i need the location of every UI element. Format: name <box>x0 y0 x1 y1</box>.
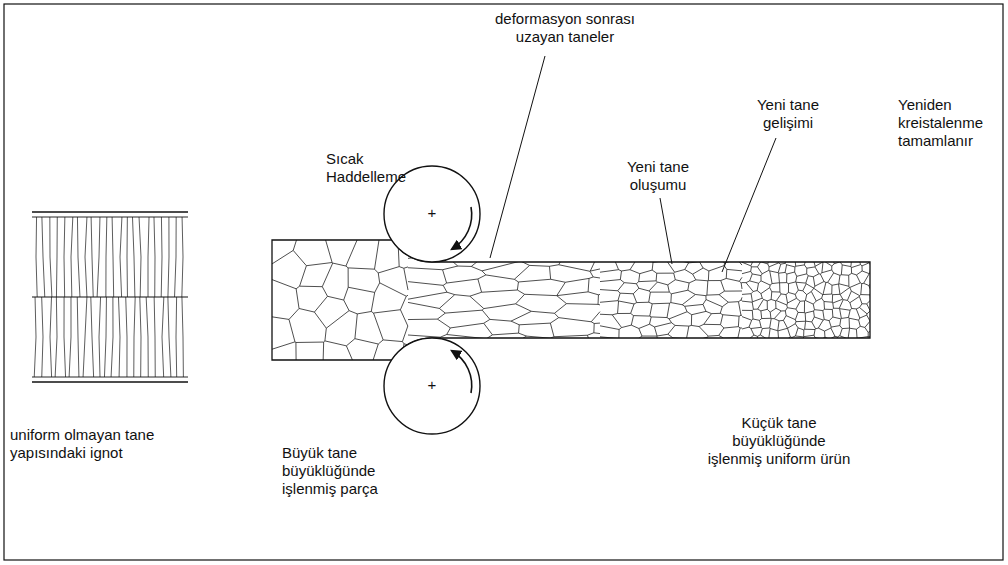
rotation-arrow <box>452 207 472 249</box>
grain-boundaries <box>742 238 872 362</box>
ingot <box>32 212 188 382</box>
callout-label: deformasyon sonrası uzayan taneler <box>472 10 658 46</box>
callout-label: Yeni tane gelişimi <box>746 96 830 132</box>
roll-center-mark: + <box>422 376 442 394</box>
rolls <box>384 166 480 434</box>
process-label: Sıcak Haddelleme <box>326 150 418 186</box>
callout-label: Yeni tane oluşumu <box>616 158 700 194</box>
callout-label: Yeniden kreistalenme tamamlanır <box>898 96 1000 150</box>
product-label: Küçük tane büyüklüğünde işlenmiş uniform… <box>706 414 852 468</box>
ingot-label: uniform olmayan tane yapısındaki ignot <box>10 426 190 462</box>
bottom-roll <box>384 338 480 434</box>
workpiece <box>272 238 872 362</box>
grain-boundaries <box>272 238 408 362</box>
leader-lines <box>490 56 776 272</box>
roll-center-mark: + <box>422 204 442 222</box>
workpiece-label: Büyük tane büyüklüğünde işlenmiş parça <box>282 444 402 498</box>
frame <box>4 4 1003 560</box>
rotation-arrow <box>452 351 472 393</box>
